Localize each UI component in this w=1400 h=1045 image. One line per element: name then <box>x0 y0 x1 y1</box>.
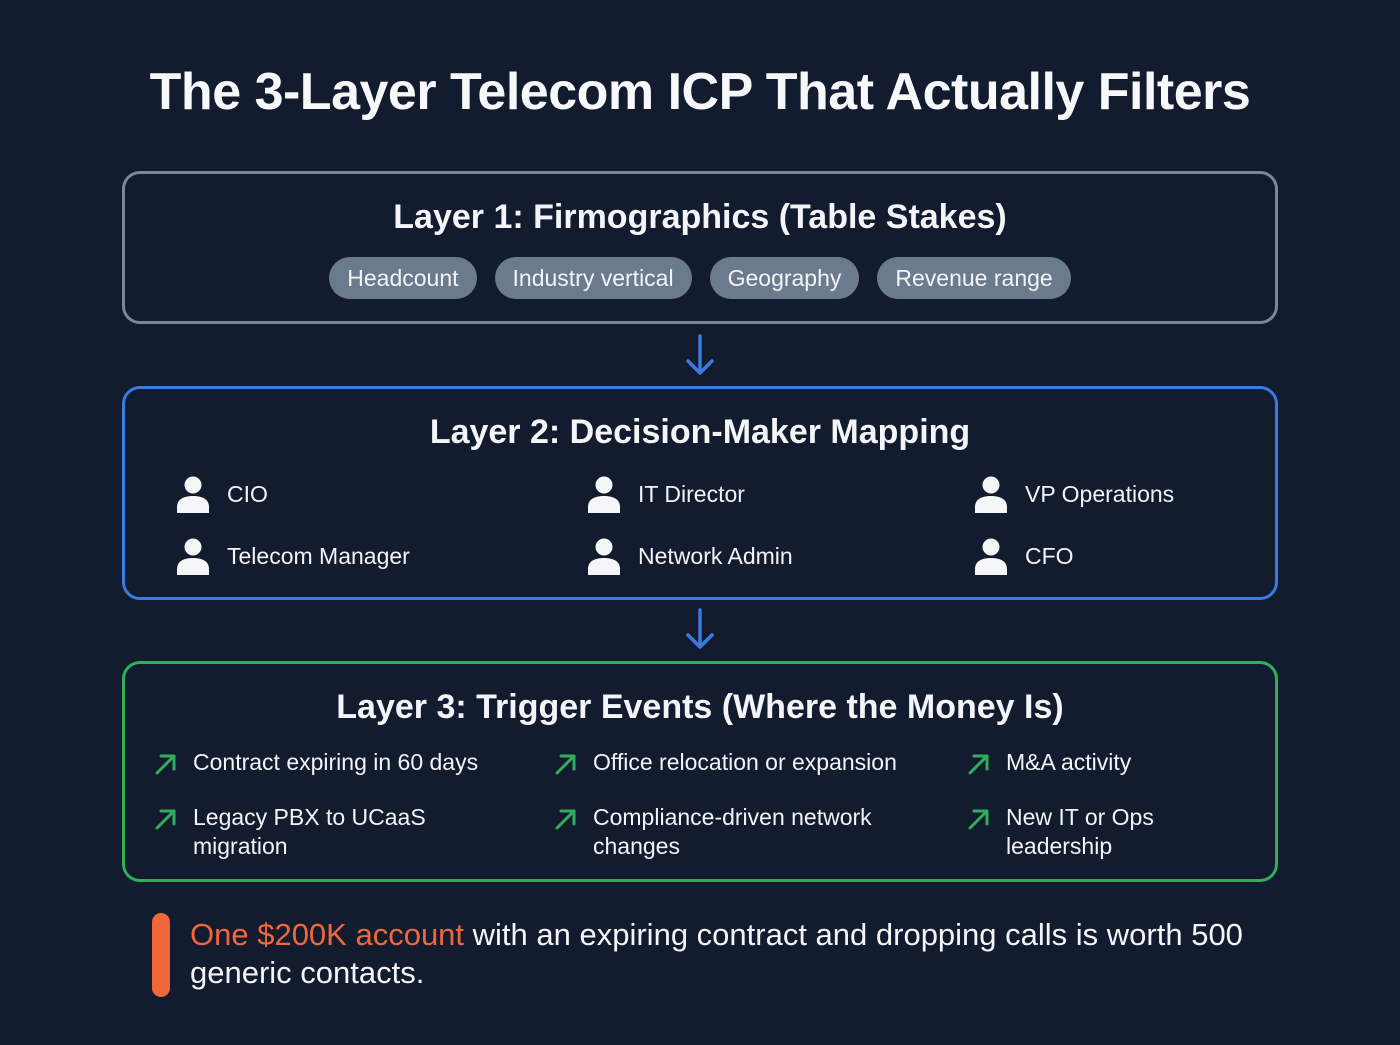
role-label: VP Operations <box>1025 480 1175 507</box>
role-item: IT Director <box>586 475 745 513</box>
callout-body: with an expiring contract and dropping c… <box>190 917 1243 990</box>
role-label: IT Director <box>638 480 745 507</box>
trigger-item: Compliance-driven network changes <box>553 803 923 861</box>
page-title: The 3-Layer Telecom ICP That Actually Fi… <box>149 63 1251 121</box>
layer-3-trigger-events-box: Layer 3: Trigger Events (Where the Money… <box>122 661 1278 882</box>
role-item: CIO <box>175 475 268 513</box>
trigger-item: New IT or Ops leadership <box>966 803 1196 861</box>
layer-1-firmographics-box: Layer 1: Firmographics (Table Stakes) He… <box>122 171 1278 324</box>
trend-up-arrow-icon <box>968 809 989 830</box>
trigger-label: M&A activity <box>1006 749 1132 775</box>
trigger-item: M&A activity <box>966 748 1256 777</box>
role-label: CFO <box>1025 542 1074 569</box>
person-icon <box>588 476 620 513</box>
chip-geography: Geography <box>709 257 860 299</box>
key-insight-callout: One $200K account with an expiring contr… <box>152 913 1252 997</box>
down-arrow-icon <box>686 334 714 375</box>
person-icon <box>975 538 1007 575</box>
layer-3-title: Layer 3: Trigger Events (Where the Money… <box>336 688 1064 726</box>
role-item: Telecom Manager <box>175 537 410 575</box>
down-arrow-icon <box>686 608 714 649</box>
trend-up-arrow-icon <box>555 809 576 830</box>
trigger-label: Contract expiring in 60 days <box>193 749 479 775</box>
trigger-label: Legacy PBX to UCaaS migration <box>193 804 426 859</box>
callout-text: One $200K account with an expiring contr… <box>190 916 1250 992</box>
trigger-label: Office relocation or expansion <box>593 749 897 775</box>
layer-2-title: Layer 2: Decision-Maker Mapping <box>429 413 971 451</box>
chip-industry-vertical: Industry vertical <box>494 257 692 299</box>
role-label: Network Admin <box>638 542 793 569</box>
callout-accent-bar <box>152 913 170 997</box>
decision-maker-list: CIO IT Director VP Operations Telecom Ma… <box>175 475 1255 585</box>
role-label: CIO <box>227 480 268 507</box>
role-label: Telecom Manager <box>227 542 410 569</box>
person-icon <box>177 476 209 513</box>
role-item: CFO <box>973 537 1074 575</box>
layer-2-decision-makers-box: Layer 2: Decision-Maker Mapping CIO IT D… <box>122 386 1278 600</box>
trend-up-arrow-icon <box>155 754 176 775</box>
chip-headcount: Headcount <box>329 257 477 299</box>
trigger-event-list: Contract expiring in 60 days Office relo… <box>153 748 1263 868</box>
trend-up-arrow-icon <box>555 754 576 775</box>
chip-revenue-range: Revenue range <box>877 257 1071 299</box>
firmographic-chips: Headcount Industry vertical Geography Re… <box>125 257 1275 299</box>
callout-highlight: One $200K account <box>190 917 465 952</box>
person-icon <box>975 476 1007 513</box>
person-icon <box>177 538 209 575</box>
layer-1-title: Layer 1: Firmographics (Table Stakes) <box>393 198 1007 236</box>
trigger-item: Legacy PBX to UCaaS migration <box>153 803 493 861</box>
trigger-item: Office relocation or expansion <box>553 748 943 777</box>
trigger-label: New IT or Ops leadership <box>1006 804 1154 859</box>
person-icon <box>588 538 620 575</box>
role-item: Network Admin <box>586 537 793 575</box>
trigger-item: Contract expiring in 60 days <box>153 748 533 777</box>
trend-up-arrow-icon <box>155 809 176 830</box>
trend-up-arrow-icon <box>968 754 989 775</box>
trigger-label: Compliance-driven network changes <box>593 804 872 859</box>
role-item: VP Operations <box>973 475 1174 513</box>
